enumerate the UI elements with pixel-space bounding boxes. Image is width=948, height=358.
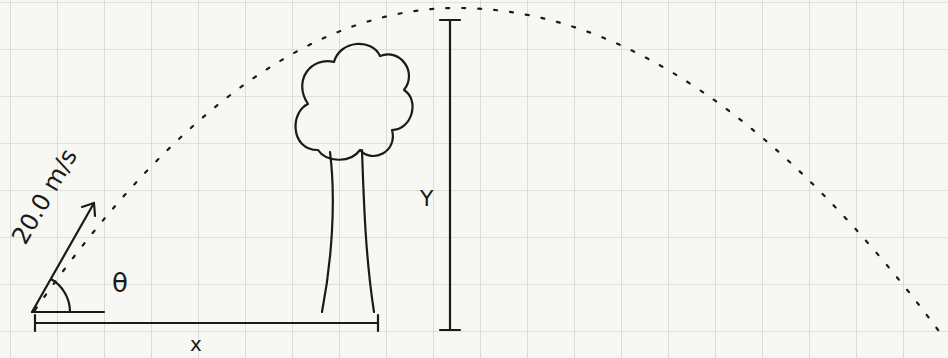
tree-canopy xyxy=(296,44,413,160)
dimension-tick xyxy=(35,315,378,331)
baseline xyxy=(32,311,104,313)
tree-trunk xyxy=(322,152,333,312)
trajectory xyxy=(35,8,944,338)
arrow-head xyxy=(82,203,95,216)
dimension-tick xyxy=(440,20,460,330)
dimension-line xyxy=(449,20,451,330)
height-label: Y xyxy=(420,188,433,210)
distance-label: x xyxy=(190,334,202,354)
tree-trunk xyxy=(362,150,374,312)
dimension-line xyxy=(35,322,378,324)
angle-arc xyxy=(51,279,70,312)
angle-label: θ xyxy=(112,270,128,296)
